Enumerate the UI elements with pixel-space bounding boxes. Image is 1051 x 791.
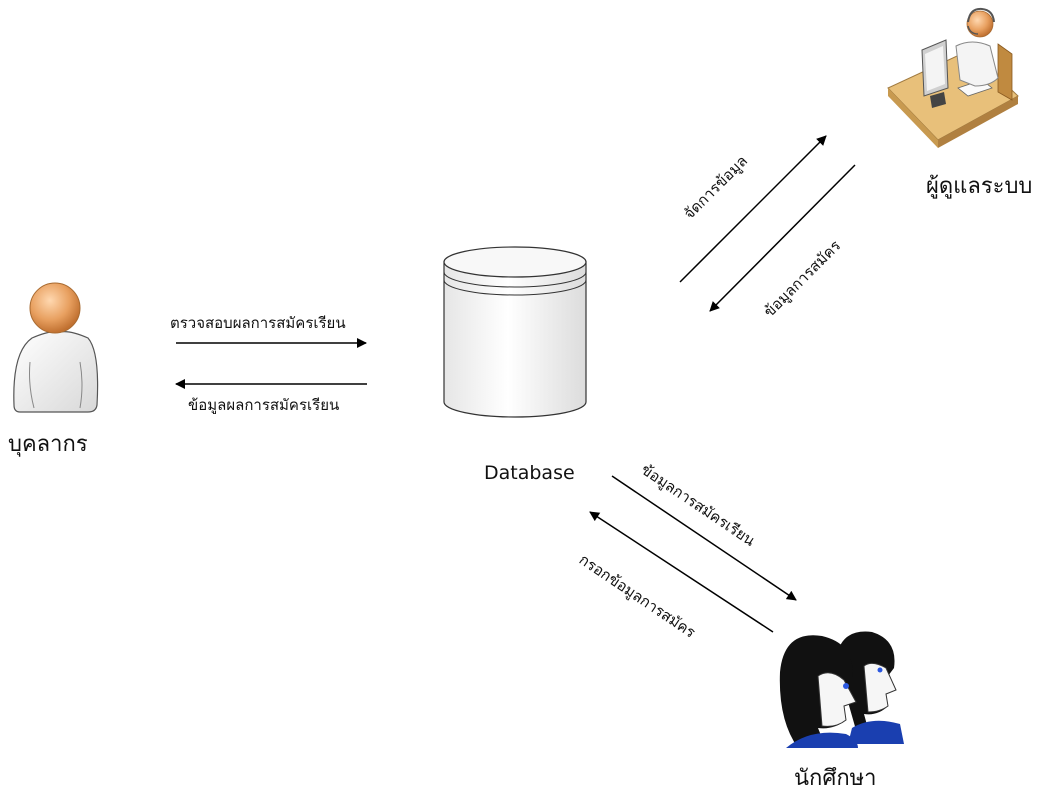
arrow-fill-application — [589, 511, 774, 633]
students-icon — [779, 631, 904, 748]
flow-check-result-label: ตรวจสอบผลการสมัครเรียน — [170, 314, 346, 332]
database-icon — [443, 246, 587, 418]
arrow-manage-data — [679, 135, 827, 283]
arrow-enrollment-info — [611, 475, 797, 601]
admin-label: ผู้ดูแลระบบ — [926, 174, 1032, 199]
flow-result-info-label: ข้อมูลผลการสมัครเรียน — [188, 396, 339, 414]
flow-fill-application-label: กรอกข้อมูลการสมัคร — [576, 550, 699, 641]
personnel-label: บุคลากร — [8, 432, 88, 457]
students-label: นักศึกษา — [794, 766, 877, 791]
arrow-application-info — [709, 164, 856, 312]
flow-manage-data-label: จัดการข้อมูล — [680, 152, 751, 223]
flow-application-info-label: ข้อมูลการสมัคร — [760, 237, 844, 321]
admin-icon — [887, 7, 1019, 148]
database-label: Database — [484, 462, 575, 484]
personnel-icon — [13, 282, 99, 413]
